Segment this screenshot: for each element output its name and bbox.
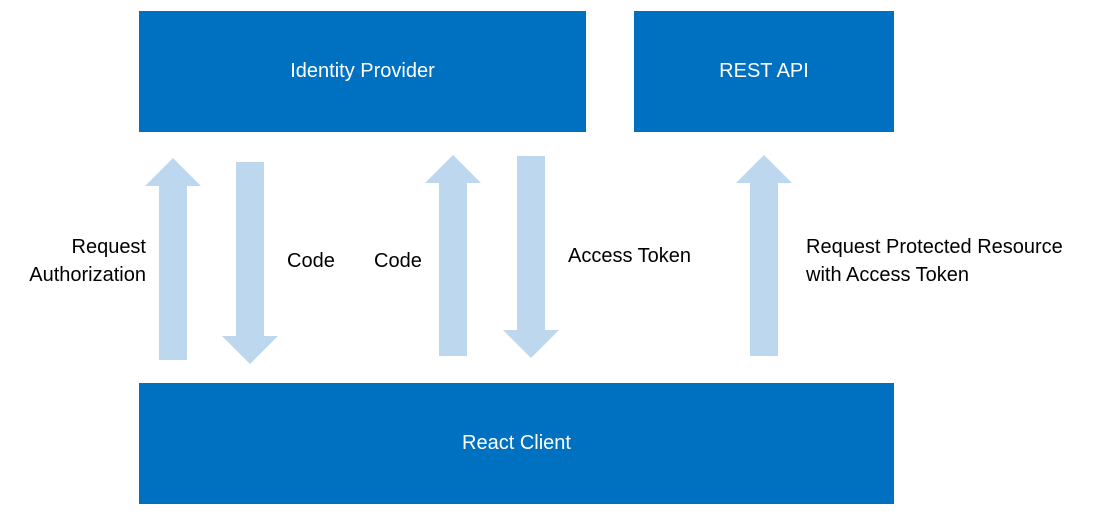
react-client-label: React Client: [462, 432, 571, 454]
request-authorization-arrow: [145, 158, 201, 360]
identity-provider-box: Identity Provider: [139, 11, 586, 132]
code-up-label: Code: [374, 250, 422, 272]
react-client-box: React Client: [139, 383, 894, 504]
request-protected-resource-label: Request Protected Resource with Access T…: [806, 236, 1063, 286]
request-protected-resource-arrow: [736, 155, 792, 356]
request-authorization-label: Request Authorization: [29, 236, 146, 286]
access-token-label: Access Token: [568, 245, 692, 267]
code-down-arrow: [222, 162, 278, 364]
rest-api-box: REST API: [634, 11, 894, 132]
access-token-down-arrow: [503, 156, 559, 358]
rest-api-label: REST API: [719, 60, 809, 82]
identity-provider-label: Identity Provider: [290, 60, 435, 82]
code-down-label: Code: [287, 250, 335, 272]
code-up-arrow: [425, 155, 481, 356]
